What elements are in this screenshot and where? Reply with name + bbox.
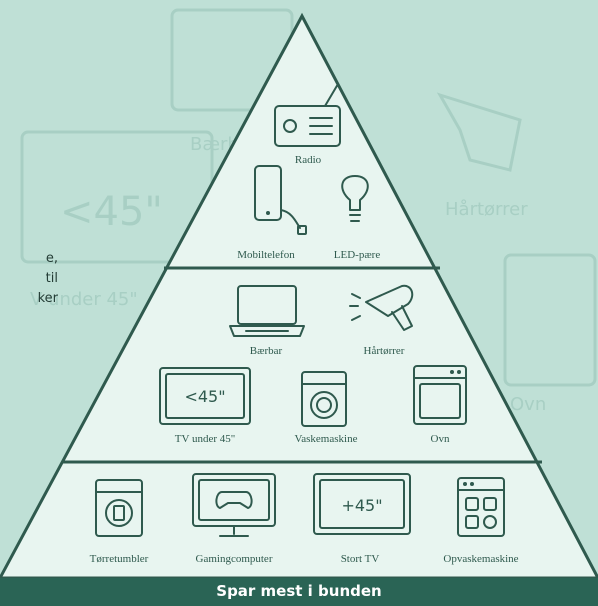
background-oven-label: Ovn [510, 394, 546, 415]
intro-line-3: ker [37, 291, 58, 306]
gaming-computer-icon [192, 473, 276, 537]
led-bulb-icon [341, 175, 369, 222]
footer-banner [0, 578, 598, 606]
background-illustrations: <45" Bærbar Hårtørrer V under 45" Ovn [20, 8, 597, 415]
oven-label: Ovn [431, 433, 450, 445]
background-tv-under-label: V under 45" [30, 289, 138, 310]
background-oven-icon [503, 253, 597, 387]
large-tv-icon: +45" [313, 473, 411, 535]
background-tv-label: <45" [60, 189, 163, 235]
hairdryer-icon [349, 284, 414, 331]
mobile-phone-label: Mobiltelefon [237, 249, 295, 261]
intro-line-1: e, [45, 251, 58, 266]
tumble-dryer-label: Tørretumbler [90, 553, 149, 565]
oven-icon [413, 365, 467, 425]
intro-text-fragment: e, til ker [0, 249, 58, 309]
dishwasher-label: Opvaskemaskine [443, 553, 518, 565]
radio-label: Radio [295, 154, 322, 166]
tv-under-45-icon: <45" [159, 367, 251, 425]
laptop-label: Bærbar [250, 345, 283, 357]
tumble-dryer-icon [95, 479, 143, 537]
laptop-icon [229, 285, 305, 337]
led-bulb-label: LED-pære [334, 249, 381, 261]
hairdryer-label: Hårtørrer [364, 345, 405, 357]
tv-under-45-label: TV under 45" [175, 433, 236, 445]
washing-machine-icon [301, 371, 347, 427]
radio-icon [274, 83, 341, 147]
large-tv-label: Stort TV [341, 553, 380, 565]
background-hairdryer-icon [436, 92, 522, 172]
washing-machine-label: Vaskemaskine [295, 433, 358, 445]
footer-label: Spar mest i bunden [216, 582, 382, 600]
gaming-computer-label: Gamingcomputer [196, 553, 273, 565]
intro-line-2: til [45, 271, 58, 286]
tv-under-45-screen-text: <45" [184, 387, 225, 406]
mobile-phone-icon [254, 165, 307, 235]
background-hairdryer-label: Hårtørrer [445, 199, 528, 220]
large-tv-screen-text: +45" [341, 496, 382, 515]
dishwasher-icon [457, 477, 505, 537]
